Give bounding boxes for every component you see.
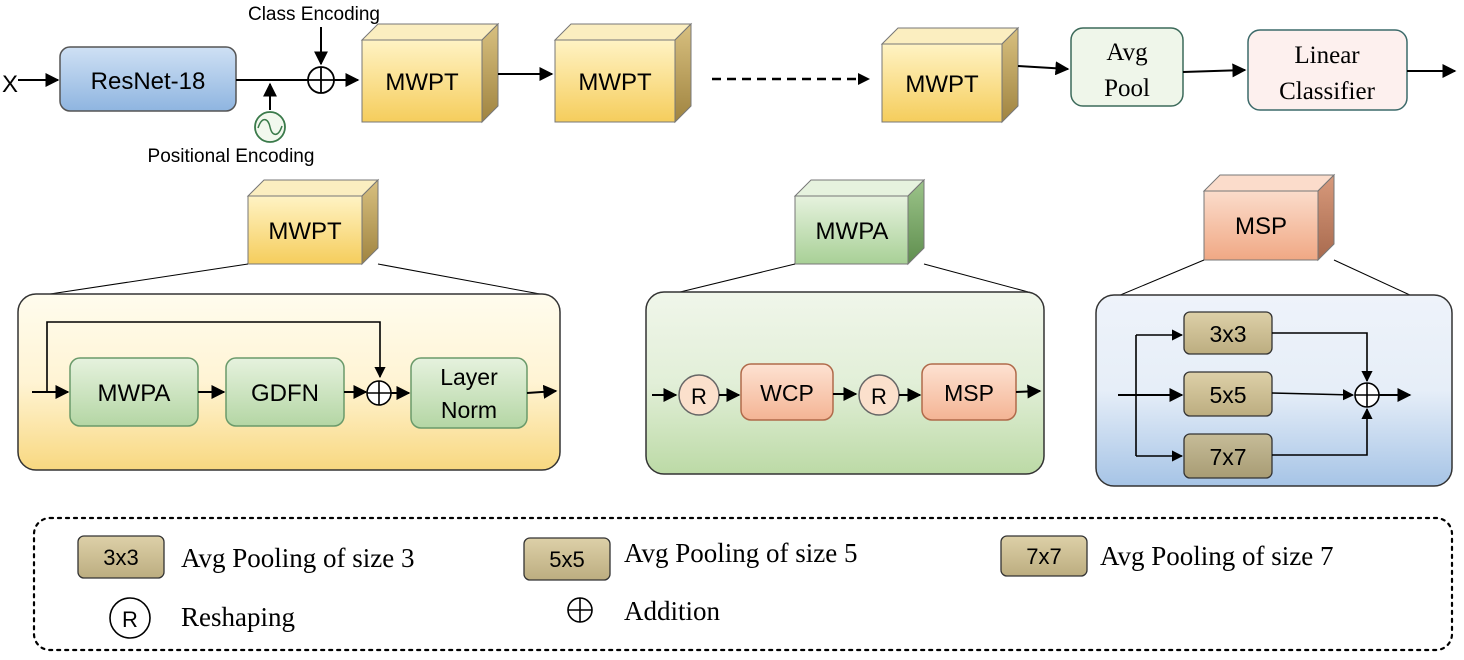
svg-text:Classifier: Classifier [1279,78,1375,105]
mwpt-detail-cube: MWPT [246,178,380,266]
svg-text:R: R [122,607,138,632]
svg-text:Layer: Layer [440,364,498,390]
legend-item-addition: Addition [567,596,721,626]
svg-text:Linear: Linear [1294,42,1360,69]
legend-item-7x7: 7x7 Avg Pooling of size 7 [1000,535,1333,577]
pool-5x5-box: 5x5 [1183,371,1273,417]
svg-text:Pool: Pool [1104,75,1150,102]
msp-detail-title: MSP [1235,213,1287,240]
svg-text:Avg Pooling of size 7: Avg Pooling of size 7 [1100,541,1333,571]
positional-encoding-icon [254,111,286,143]
svg-text:GDFN: GDFN [251,380,319,407]
svg-text:R: R [691,384,707,409]
addition-icon [307,66,335,94]
msp-box: MSP [921,363,1017,421]
svg-text:MSP: MSP [944,380,994,406]
mwpa-detail-cube: MWPA [793,178,926,266]
svg-text:3x3: 3x3 [1209,321,1246,347]
legend-item-reshaping: R Reshaping [109,597,295,639]
mwpa-box: MWPA [69,357,199,427]
avg-pool-block: Avg Pool [1070,27,1184,107]
svg-text:Norm: Norm [441,397,497,423]
gdfn-box: GDFN [225,357,345,427]
linear-classifier-block: Linear Classifier [1247,29,1408,111]
svg-text:3x3: 3x3 [103,545,138,570]
legend-item-5x5: 5x5 Avg Pooling of size 5 [523,537,857,581]
svg-text:WCP: WCP [760,380,814,406]
input-label: X [2,71,18,98]
wcp-box: WCP [740,363,834,421]
svg-text:Reshaping: Reshaping [181,602,295,632]
msp-detail-panel [1095,294,1453,487]
layer-norm-box: Layer Norm [410,357,528,429]
mwpt-block-3-label: MWPT [905,71,979,98]
legend-item-3x3: 3x3 Avg Pooling of size 3 [77,535,414,579]
addition-icon [366,380,392,406]
resnet-block: ResNet-18 [59,46,237,112]
mwpt-detail-title: MWPT [268,218,342,245]
addition-icon [1354,382,1380,408]
reshape-icon: R [858,374,900,416]
svg-text:5x5: 5x5 [1209,382,1246,408]
pool-7x7-box: 7x7 [1183,433,1273,479]
mwpa-detail-title: MWPA [816,218,889,245]
svg-text:5x5: 5x5 [549,547,584,572]
mwpt-block-1-label: MWPT [385,69,459,96]
mwpt-block-2: MWPT [553,22,693,124]
svg-text:Avg Pooling of size 3: Avg Pooling of size 3 [181,543,414,573]
svg-text:MWPA: MWPA [98,380,171,407]
reshape-icon: R [678,374,720,416]
mwpt-block-3: MWPT [880,26,1020,124]
svg-text:Avg Pooling of size 5: Avg Pooling of size 5 [624,538,857,568]
svg-text:Addition: Addition [624,596,721,626]
svg-text:7x7: 7x7 [1209,444,1246,470]
svg-text:7x7: 7x7 [1026,544,1061,569]
class-encoding-label: Class Encoding [248,4,380,25]
svg-text:Avg: Avg [1106,39,1148,66]
resnet-label: ResNet-18 [91,68,206,95]
legend: 3x3 Avg Pooling of size 3 5x5 Avg Poolin… [32,516,1454,652]
msp-detail-cube: MSP [1202,173,1336,262]
positional-encoding-label: Positional Encoding [148,146,315,167]
mwpa-detail-panel [645,291,1045,475]
mwpt-block-2-label: MWPT [578,69,652,96]
mwpt-block-1: MWPT [360,22,500,124]
pool-3x3-box: 3x3 [1183,311,1273,355]
svg-text:R: R [871,384,887,409]
